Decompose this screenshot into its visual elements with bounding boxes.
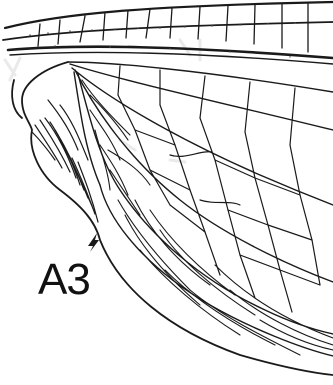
pointer-arrow bbox=[88, 233, 99, 252]
wing-outline bbox=[12, 62, 333, 375]
costal-margin bbox=[3, 2, 333, 64]
vein-label-a3: A3 bbox=[38, 258, 90, 302]
basal-hatch-veins bbox=[32, 100, 98, 222]
